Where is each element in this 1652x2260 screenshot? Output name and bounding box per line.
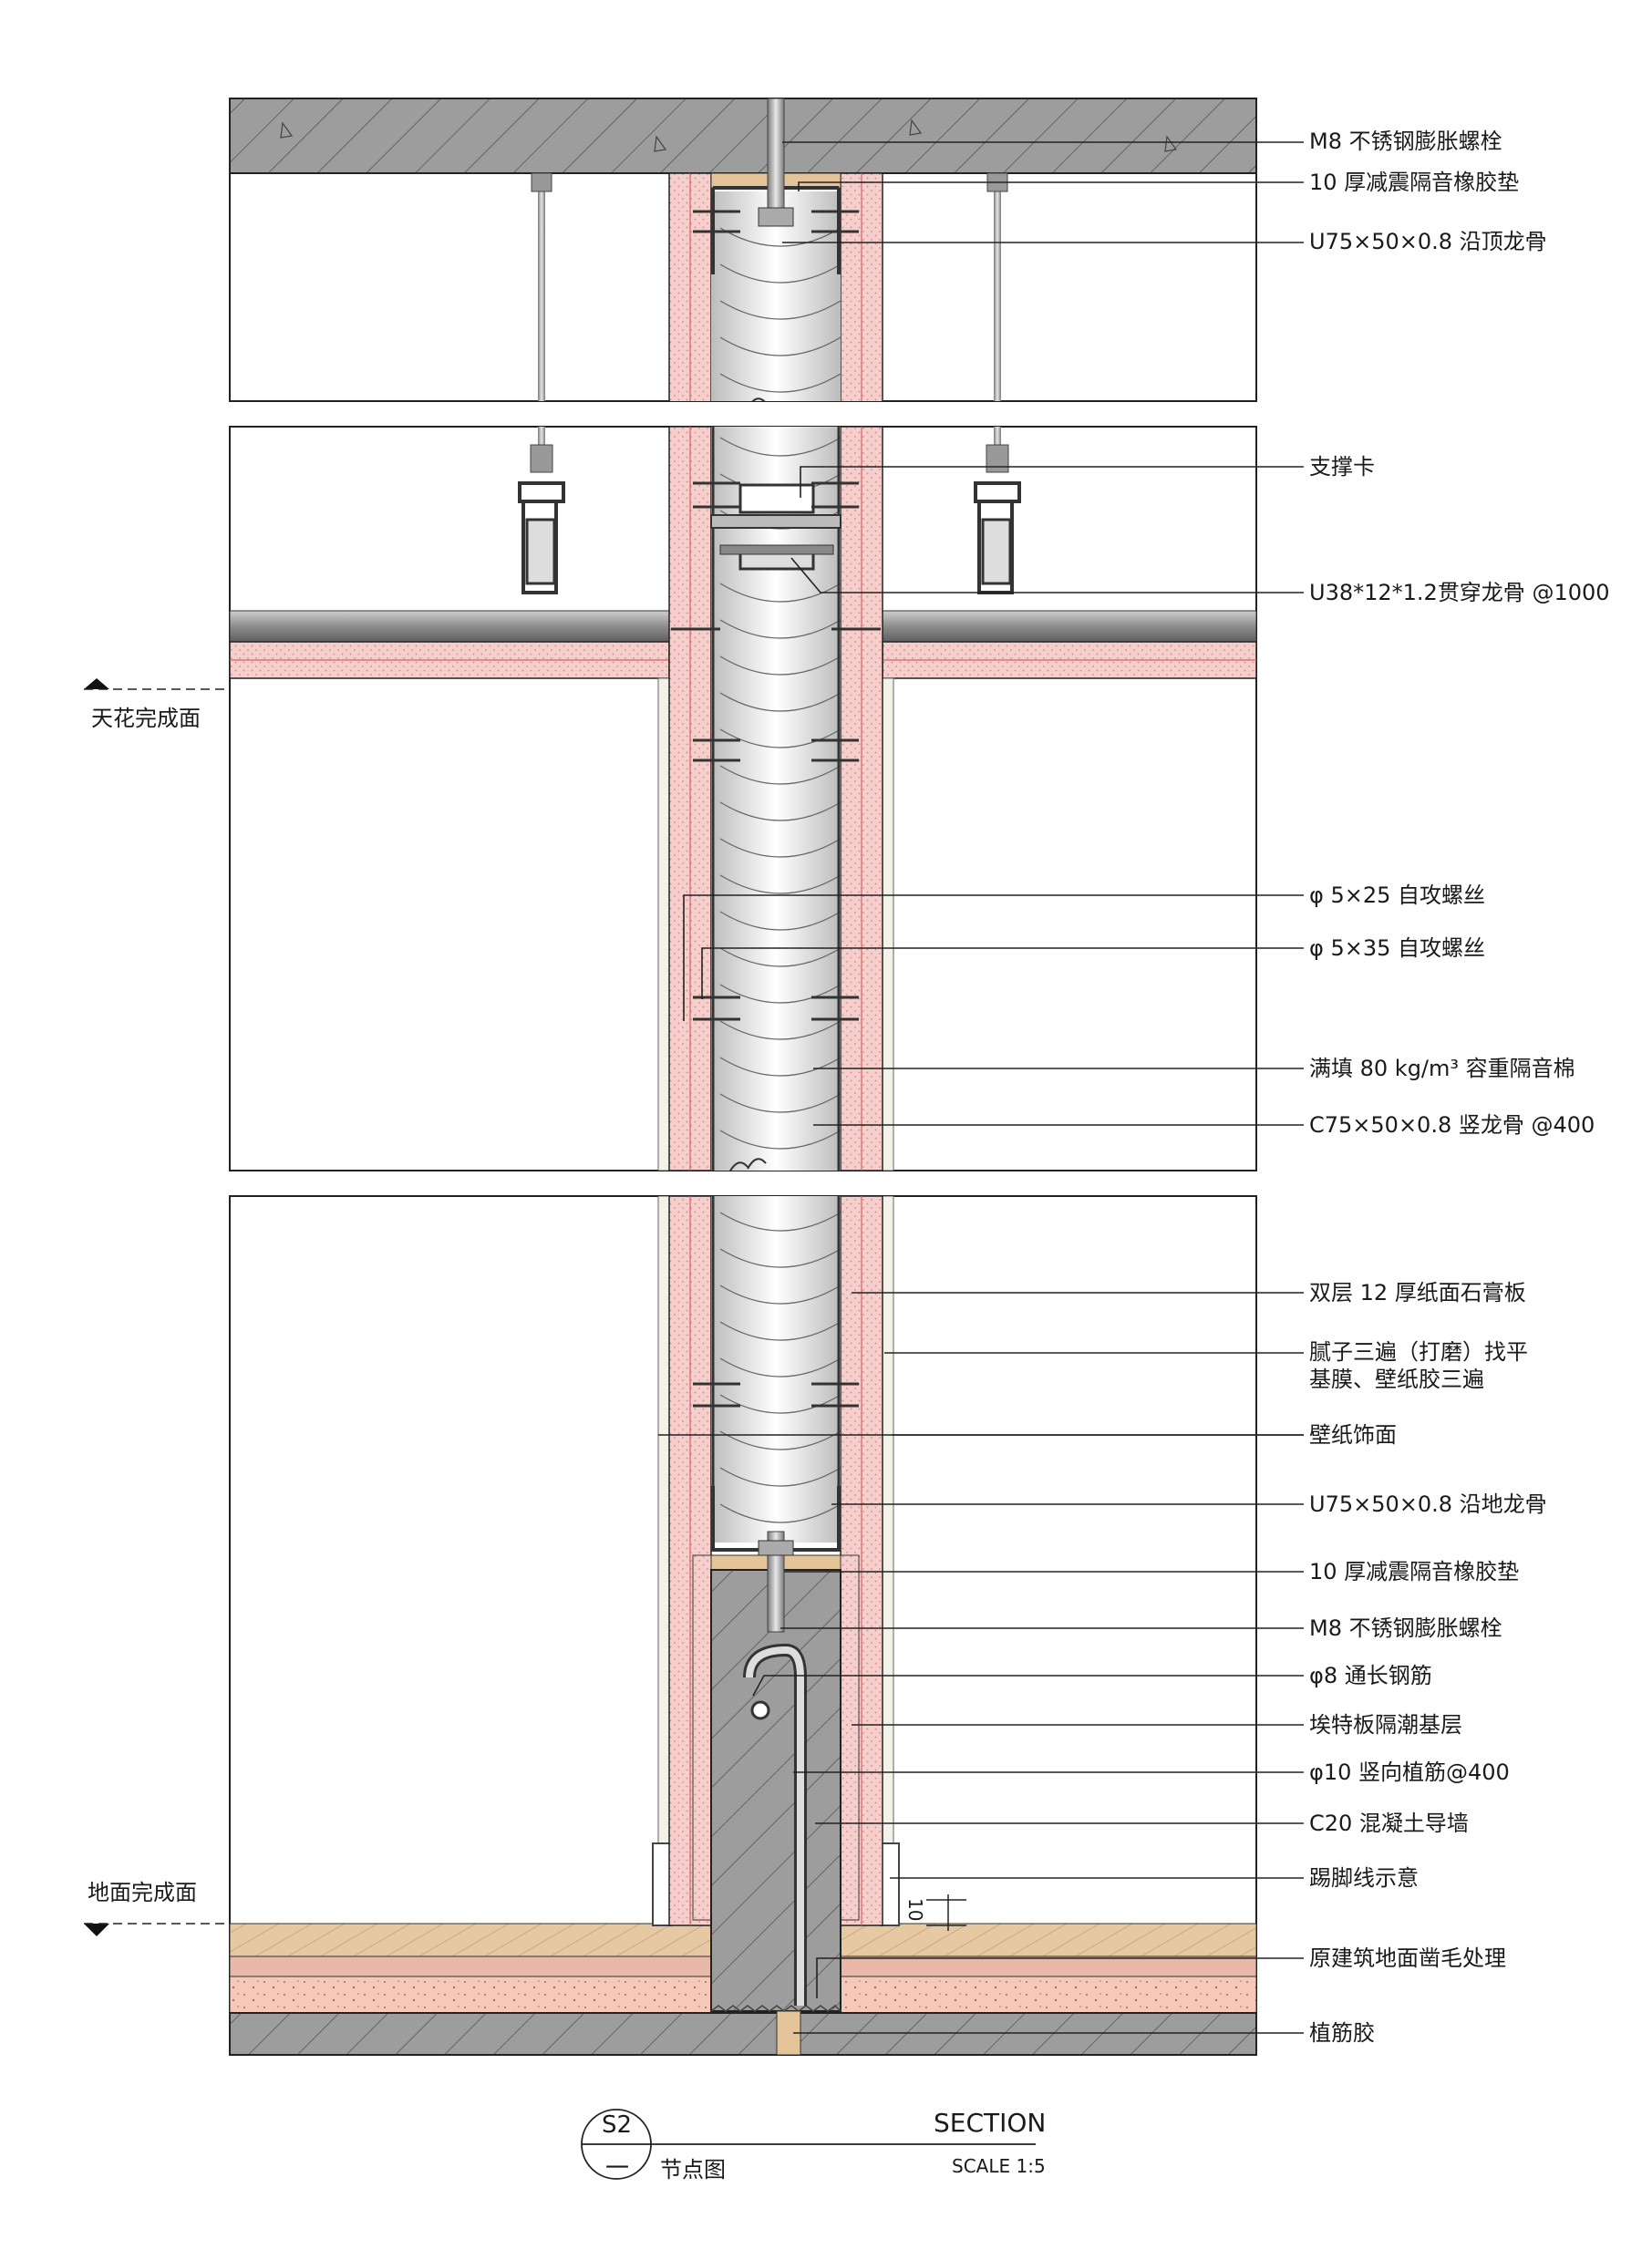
- label-channel: U38*12*1.2贯穿龙骨 @1000: [1309, 580, 1610, 605]
- label-top-bolt: M8 不锈钢膨胀螺栓: [1309, 129, 1502, 154]
- label-wallpaper: 壁纸饰面: [1309, 1422, 1397, 1448]
- label-rebar-10: φ10 竖向植筋@400: [1309, 1759, 1510, 1785]
- label-top-pad: 10 厚减震隔音橡胶垫: [1309, 170, 1520, 195]
- label-bottom-pad: 10 厚减震隔音橡胶垫: [1309, 1559, 1520, 1584]
- label-screw-25: φ 5×25 自攻螺丝: [1309, 882, 1486, 908]
- label-insulation: 满填 80 kg/m³ 容重隔音棉: [1309, 1056, 1575, 1081]
- dimension-10: [926, 1894, 966, 1931]
- floor-level-marker: [84, 1923, 230, 1936]
- leader-lines: [658, 141, 1304, 2034]
- floor-slab: [230, 2012, 1256, 2055]
- title-section: SECTION: [934, 2108, 1047, 2138]
- label-bottom-bolt: M8 不锈钢膨胀螺栓: [1309, 1615, 1502, 1641]
- label-putty-2: 基膜、壁纸胶三遍: [1309, 1367, 1484, 1392]
- level-floor-label: 地面完成面: [88, 1880, 197, 1905]
- label-etter: 埃特板隔潮基层: [1309, 1712, 1462, 1738]
- title-block: [581, 2109, 1036, 2180]
- ceiling-level-marker: [84, 678, 230, 690]
- label-c20: C20 混凝土导墙: [1309, 1811, 1469, 1836]
- title-sheet: 一: [605, 2155, 630, 2183]
- label-floor: 原建筑地面凿毛处理: [1309, 1945, 1506, 1971]
- bottom-panel: [229, 1195, 1257, 2056]
- c20-guide-wall: [710, 1569, 841, 2012]
- title-number: S2: [602, 2111, 633, 2139]
- label-bottom-track: U75×50×0.8 沿地龙骨: [1309, 1491, 1547, 1517]
- label-glue: 植筋胶: [1309, 2020, 1375, 2046]
- top-panel: [229, 98, 1257, 402]
- label-brace: 支撑卡: [1309, 454, 1375, 480]
- dimension-value: 10: [904, 1898, 926, 1922]
- middle-panel: [229, 426, 1257, 1171]
- title-subtitle: 节点图: [660, 2157, 726, 2183]
- label-putty-1: 腻子三遍（打磨）找平: [1309, 1339, 1528, 1365]
- label-rebar-8: φ8 通长钢筋: [1309, 1663, 1432, 1688]
- level-ceiling-label: 天花完成面: [91, 706, 201, 731]
- label-stud: C75×50×0.8 竖龙骨 @400: [1309, 1112, 1595, 1138]
- ceiling-slab: [229, 98, 1257, 174]
- title-scale: SCALE 1:5: [952, 2155, 1046, 2177]
- label-skirting: 踢脚线示意: [1309, 1865, 1419, 1891]
- label-screw-35: φ 5×35 自攻螺丝: [1309, 935, 1486, 961]
- label-top-track: U75×50×0.8 沿顶龙骨: [1309, 229, 1547, 254]
- label-gypsum: 双层 12 厚纸面石膏板: [1309, 1280, 1526, 1305]
